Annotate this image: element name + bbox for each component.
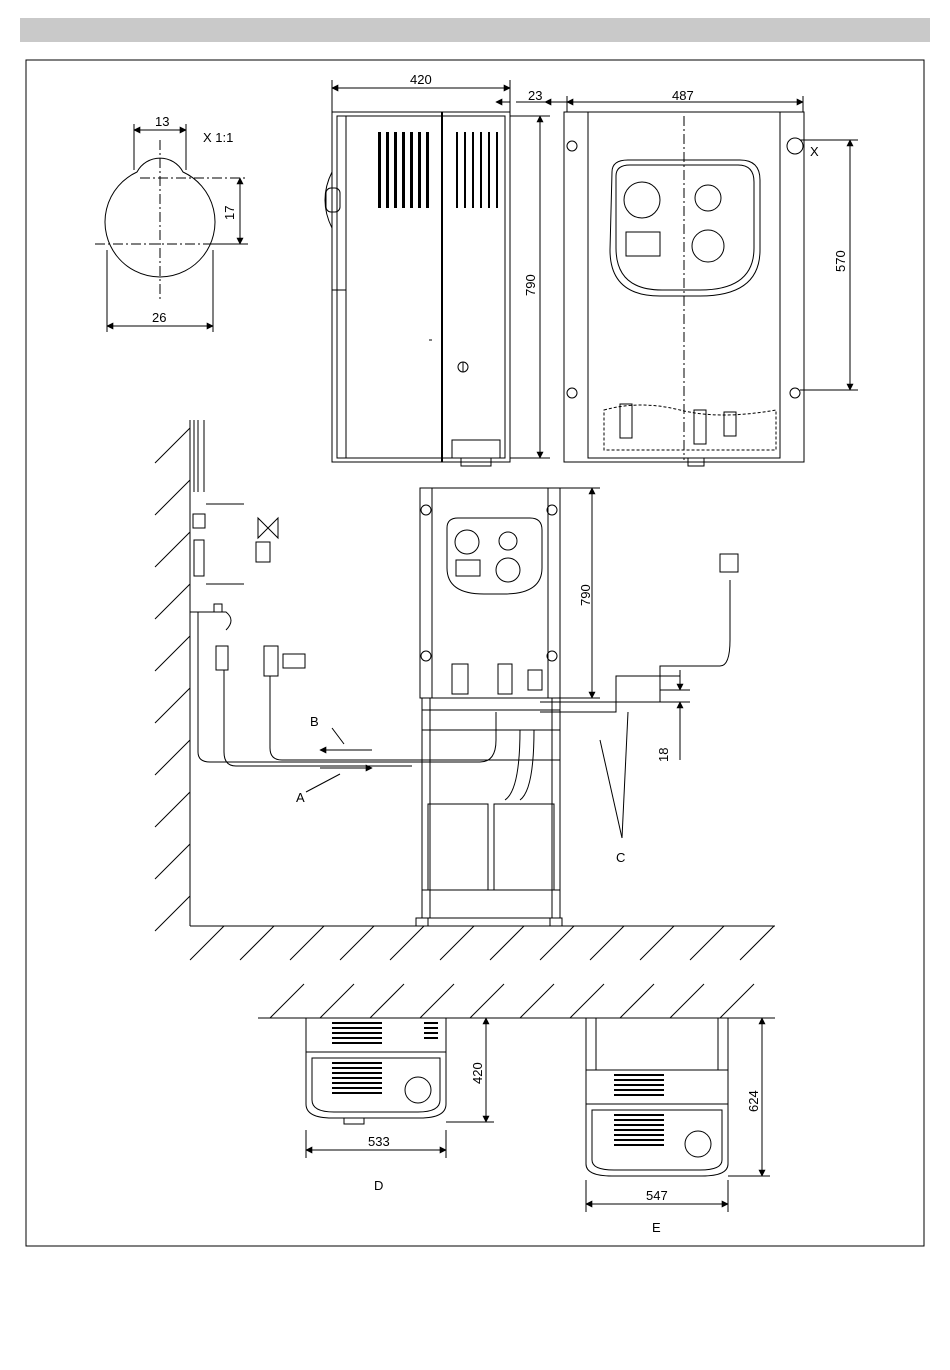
installation-view (155, 420, 775, 960)
bottom-e-depth-label: 624 (746, 1090, 761, 1112)
side-view (325, 80, 567, 466)
front-mount-height-label: 570 (833, 250, 848, 272)
side-height-label: 790 (523, 274, 538, 296)
install-height-label: 790 (578, 584, 593, 606)
bottom-e-width-label: 547 (646, 1188, 668, 1203)
label-c: C (616, 850, 625, 865)
front-detail-marker-label: X (810, 144, 819, 159)
label-b: B (310, 714, 319, 729)
keyhole-scale-label: X 1:1 (203, 130, 233, 145)
keyhole-width-top-label: 13 (155, 114, 169, 129)
bottom-d-width-label: 533 (368, 1134, 390, 1149)
bottom-d-depth-label: 420 (470, 1062, 485, 1084)
label-a: A (296, 790, 305, 805)
label-e: E (652, 1220, 661, 1235)
side-depth-label: 420 (410, 72, 432, 87)
install-clearance-label: 18 (656, 748, 671, 762)
keyhole-height-label: 17 (222, 206, 237, 220)
keyhole-width-bottom-label: 26 (152, 310, 166, 325)
front-width-label: 487 (672, 88, 694, 103)
side-view-vents (378, 132, 498, 208)
keyhole-detail (95, 124, 248, 332)
label-d: D (374, 1178, 383, 1193)
bottom-view-e (586, 1018, 770, 1212)
bottom-view-d (258, 984, 775, 1158)
side-gap-label: 23 (528, 88, 542, 103)
